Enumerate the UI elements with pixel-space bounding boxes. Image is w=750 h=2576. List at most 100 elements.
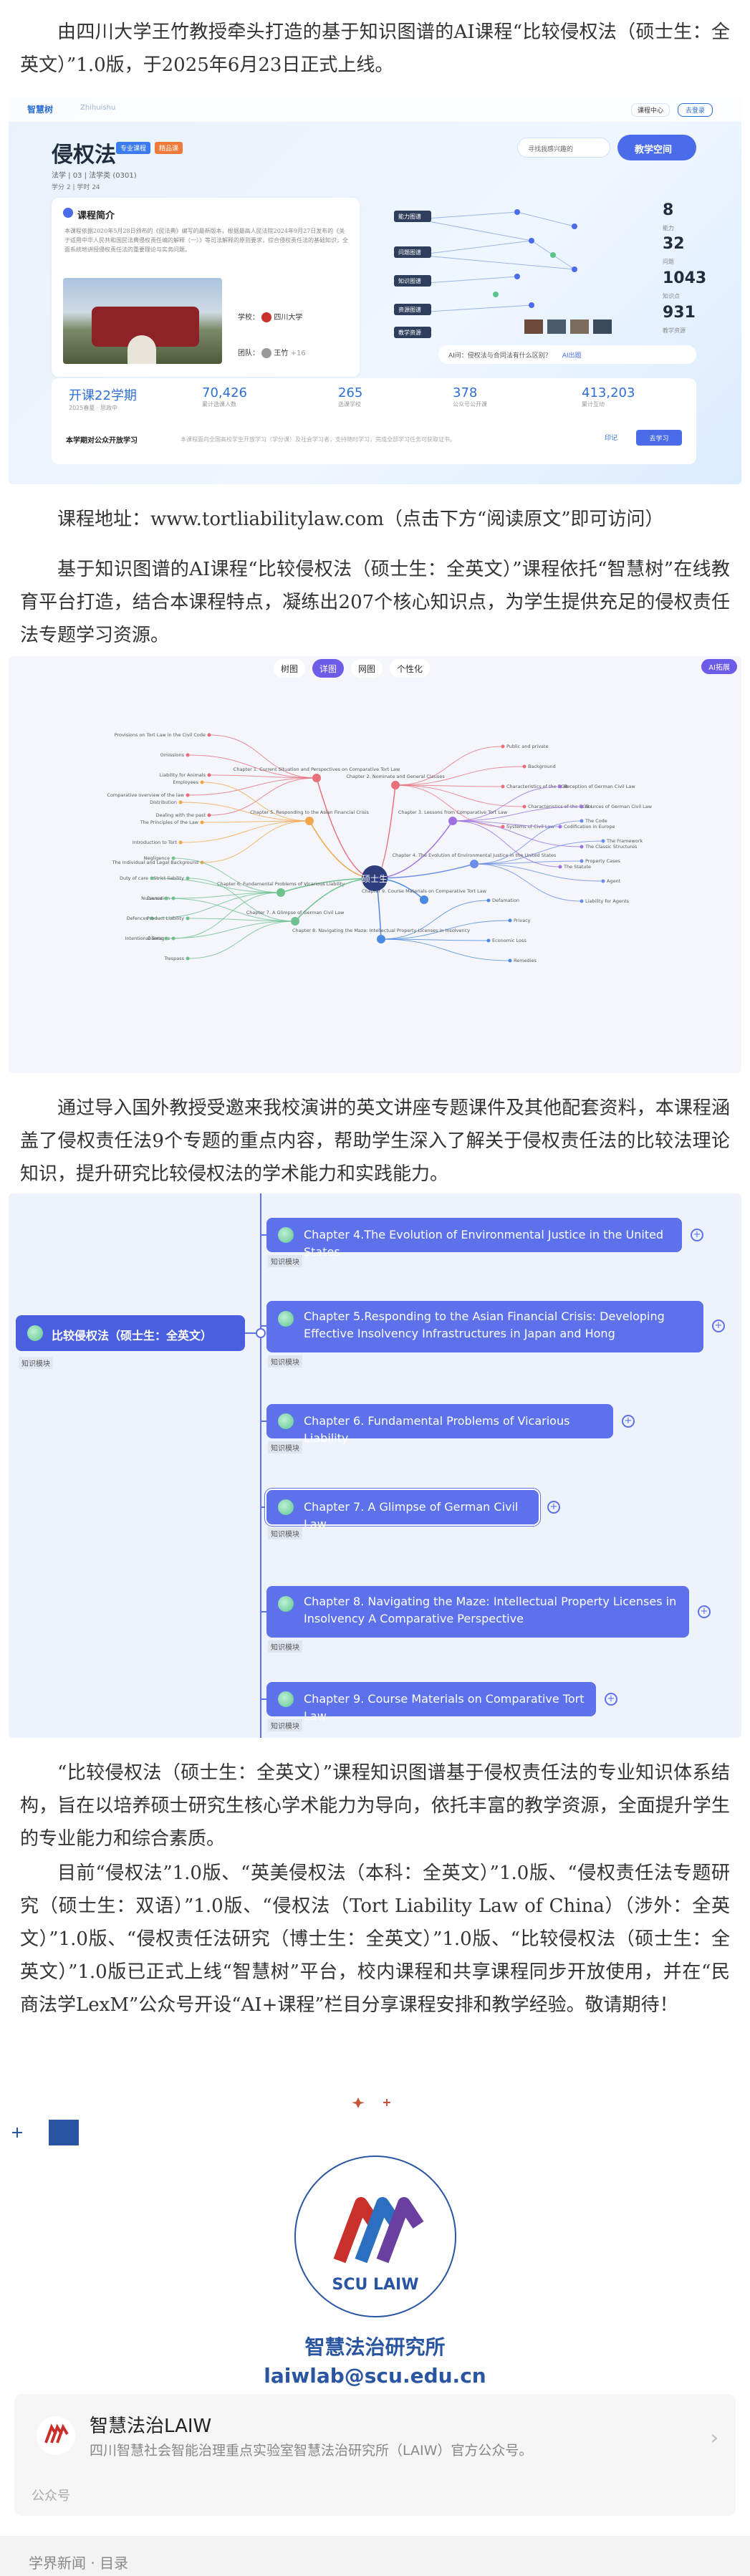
leaf-label[interactable]: Strict liability — [153, 875, 184, 881]
chapter-node[interactable]: Chapter 4.The Evolution of Environmental… — [266, 1218, 682, 1259]
chapter-node[interactable]: Chapter 6. Fundamental Problems of Vicar… — [266, 1404, 613, 1445]
leaf-label[interactable]: The Principles of the Law — [140, 820, 199, 825]
leaf-label[interactable]: Distribution — [150, 799, 177, 805]
leaf-label[interactable]: Comparative overview of the law — [107, 792, 184, 798]
leaf-label[interactable]: The Code — [585, 818, 607, 824]
leaf-label[interactable]: Employees — [173, 779, 198, 785]
panel-stat-label: 公众号公开课 — [453, 401, 487, 408]
leaf-label[interactable]: Product Liability — [147, 915, 184, 921]
school-name[interactable]: 四川大学 — [274, 314, 303, 322]
leaf-label[interactable]: Damages — [148, 936, 170, 941]
chapter-node-label[interactable]: Chapter 7. A Glimpse of German Civil Law — [246, 910, 345, 915]
leaf-label[interactable]: The Statute — [563, 864, 591, 870]
platform-logo[interactable]: 智慧树 — [27, 105, 54, 115]
org-email[interactable]: laiwlab@scu.edu.cn — [264, 2364, 486, 2388]
tab-detail[interactable]: 详图 — [312, 659, 345, 678]
chapter-node-label[interactable]: Chapter 9. Course Materials on Comparati… — [362, 888, 487, 894]
leaf-label[interactable]: Dealing with the past — [155, 812, 206, 818]
leaf-label[interactable]: Intentional Torts — [125, 936, 163, 941]
chapter-node-dot[interactable] — [377, 935, 385, 943]
leaf-label[interactable]: Negligence — [144, 855, 170, 861]
ai-expand-button[interactable]: AI拓展 — [701, 659, 737, 674]
chapter-node-label[interactable]: Chapter 2. Nominate and General Clauses — [346, 774, 445, 779]
team-member[interactable]: 王竹 — [274, 350, 289, 357]
leaf-label[interactable]: Characteristics of the BGB — [506, 784, 568, 789]
expand-icon[interactable]: + — [622, 1415, 635, 1428]
leaf-label[interactable]: Provisions on Tort Law in the Civil Code — [115, 732, 206, 738]
leaf-label[interactable]: Privacy — [514, 918, 531, 923]
school-logo-icon — [261, 312, 272, 322]
leaf-label[interactable]: Agent — [607, 878, 621, 884]
leaf-label[interactable]: Characteristics of the BGB I — [528, 804, 592, 809]
leaf-label[interactable]: Liability for Animals — [160, 772, 206, 778]
leaf-label[interactable]: Omissions — [160, 752, 185, 758]
tab-personal[interactable]: 个性化 — [390, 659, 431, 678]
ai-prompt[interactable]: AI问：侵权法与合同法有什么区别？ — [448, 352, 552, 360]
leaf-label[interactable]: Trespass — [163, 956, 184, 961]
chapter-node-dot[interactable] — [291, 917, 299, 926]
chapter-node-dot[interactable] — [277, 888, 285, 897]
teaching-space-button[interactable]: 教学空间 — [617, 135, 696, 160]
leaf-label[interactable]: Systems of Civil Law — [506, 824, 554, 830]
expand-icon[interactable]: + — [691, 1229, 703, 1241]
chapter-node-label[interactable]: Chapter 6. Fundamental Problems of Vicar… — [217, 881, 345, 887]
expand-icon[interactable]: + — [547, 1501, 560, 1514]
leaf-label[interactable]: Introduction to Tort — [133, 840, 178, 845]
pin-link[interactable]: 印记 — [604, 435, 617, 442]
leaf-label[interactable]: Liability for Agents — [585, 898, 630, 904]
leaf-label[interactable]: Background — [528, 764, 556, 769]
expand-icon[interactable]: + — [698, 1605, 711, 1618]
panel-stat-label: 累计选课人数 — [202, 401, 236, 408]
leaf-label[interactable]: Remedies — [514, 958, 537, 963]
chapter-node-label[interactable]: Chapter 4. The Evolution of Environmenta… — [393, 852, 557, 858]
leaf-label[interactable]: The Framework — [606, 838, 643, 844]
leaf-label[interactable]: Sources of German Civil Law — [585, 804, 653, 809]
expand-icon[interactable]: + — [605, 1693, 617, 1706]
chevron-right-icon[interactable]: › — [710, 2426, 718, 2449]
leaf-label[interactable]: Defences — [127, 915, 149, 921]
team-more[interactable]: +16 — [290, 350, 306, 357]
mindmap-canvas[interactable]: Provisions on Tort Law in the Civil Code… — [9, 656, 741, 1073]
leaf-label[interactable]: Codification in Europe — [564, 824, 615, 830]
leaf-label[interactable]: Nuisance — [141, 895, 163, 901]
course-center-button[interactable]: 课程中心 — [630, 103, 670, 117]
chapter-node-dot[interactable] — [391, 781, 400, 789]
chapter-node[interactable]: Chapter 8. Navigating the Maze: Intellec… — [266, 1586, 689, 1638]
chapter-node-dot[interactable] — [420, 895, 428, 904]
chapter-node-label[interactable]: Chapter 8. Navigating the Maze: Intellec… — [292, 928, 470, 933]
chapter-node-dot[interactable] — [305, 817, 314, 825]
ai-quiz-button[interactable]: AI出题 — [562, 352, 582, 360]
chapter-node-selected[interactable]: Chapter 7. A Glimpse of German Civil Law — [265, 1489, 540, 1531]
leaf-label[interactable]: Reception of German Civil Law — [564, 784, 635, 789]
tab-network[interactable]: 网图 — [351, 659, 383, 678]
leaf-label[interactable]: Defamation — [492, 898, 519, 903]
leaf-label[interactable]: The Classic Structures — [585, 844, 638, 850]
chapter-node-dot[interactable] — [448, 817, 457, 825]
bottom-nav-text[interactable]: 学界新闻 · 目录 — [29, 2555, 129, 2572]
panel-stat-value: 265 — [338, 385, 363, 400]
chapter-node[interactable]: Chapter 9. Course Materials on Comparati… — [266, 1682, 596, 1723]
chapter-node-dot[interactable] — [470, 860, 479, 868]
leaf-label[interactable]: Causation — [147, 895, 170, 901]
account-card[interactable]: 智慧法治LAIW 四川智慧社会智能治理重点实验室智慧法治研究所（LAIW）官方公… — [14, 2394, 736, 2516]
expand-icon[interactable]: + — [712, 1320, 725, 1332]
leaf-label[interactable]: Property Cases — [585, 858, 620, 864]
leaf-label[interactable]: Economic Loss — [492, 938, 527, 943]
search-input[interactable]: 寻找我感兴趣的 — [517, 138, 610, 158]
chapter-node[interactable]: Chapter 5.Responding to the Asian Financ… — [266, 1301, 703, 1352]
login-button[interactable]: 去登录 — [677, 103, 713, 117]
leaf-label[interactable]: Public and private — [506, 744, 549, 749]
tab-tree[interactable]: 树图 — [274, 659, 306, 678]
leaf-label[interactable]: Duty of care — [120, 875, 148, 881]
center-node[interactable] — [362, 865, 388, 891]
course-url-paragraph[interactable]: 课程地址：www.tortliabilitylaw.com（点击下方“阅读原文”… — [57, 509, 664, 530]
ai-question-bar[interactable]: AI问：侵权法与合同法有什么区别？ AI出题 — [438, 345, 696, 364]
chapter-node-label[interactable]: Chapter 3. Lessons from Comparative Tort… — [398, 809, 508, 815]
chapter-node-label[interactable]: Chapter 5. Responding to the Asian Finan… — [250, 809, 369, 815]
leaf-label[interactable]: The Individual and Legal Background — [112, 860, 198, 865]
chapter-node-dot[interactable] — [312, 774, 321, 782]
study-button[interactable]: 去学习 — [636, 430, 682, 446]
tree-root-node[interactable]: 比较侵权法（硕士生：全英文） — [16, 1315, 245, 1351]
chapter-node-label[interactable]: Chapter 1. Current Situation and Perspec… — [234, 766, 400, 772]
